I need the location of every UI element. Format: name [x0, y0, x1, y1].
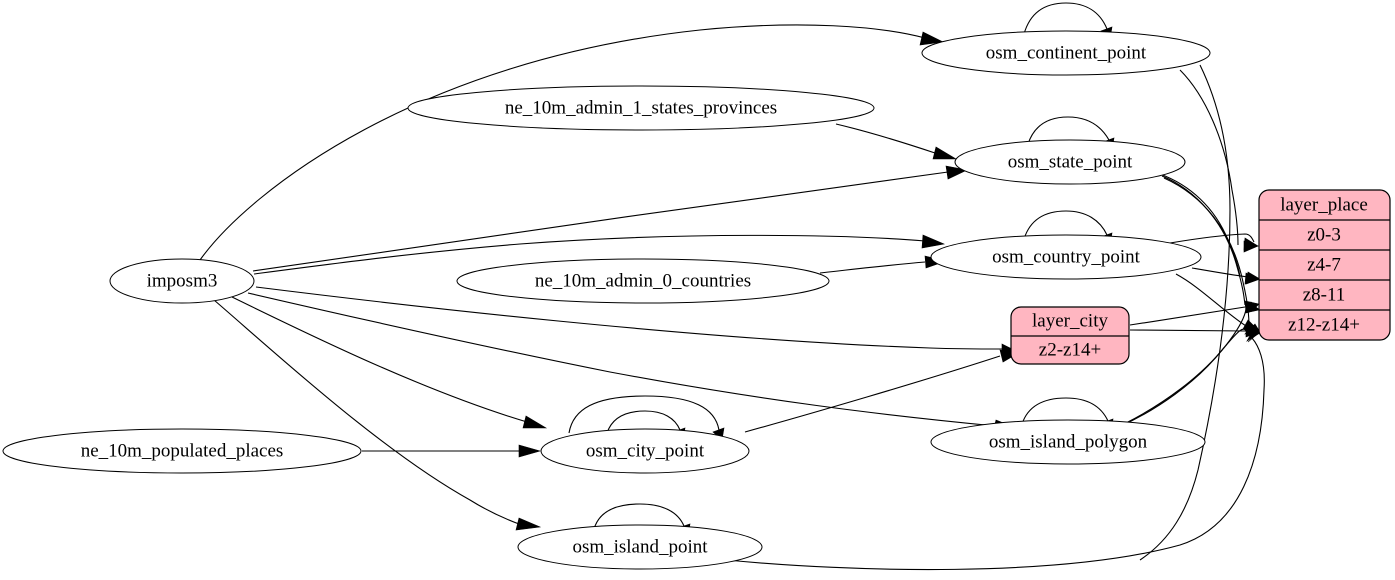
- edge-layer-city-to-layer-place-z12-z14: [1129, 325, 1261, 338]
- node-osm-continent-point[interactable]: osm_continent_point: [921, 30, 1211, 76]
- node-osm-state-point[interactable]: osm_state_point: [954, 139, 1186, 185]
- edge-ne-admin0-to-osm-country-point: [819, 255, 948, 274]
- edge-osm-country-point-to-layer-place-z0-3: [1169, 233, 1259, 251]
- node-osm-city-point[interactable]: osm_city_point: [540, 428, 750, 474]
- edge-imposm3-to-layer-city: [255, 286, 1015, 356]
- edge-osm-island-polygon-to-layer-place-z8-11: [1123, 300, 1260, 425]
- record-node-layer-city[interactable]: layer_city z2-z14+: [1010, 306, 1130, 365]
- node-layer: imposm3 ne_10m_admin_1_states_provinces …: [2, 30, 1211, 570]
- edge-right-spine: [1139, 64, 1231, 561]
- node-osm-island-polygon[interactable]: osm_island_polygon: [930, 419, 1206, 465]
- edge-imposm3-to-osm-island-polygon: [247, 292, 1018, 433]
- edge-imposm3-to-osm-country-point: [253, 234, 946, 275]
- node-osm-country-point[interactable]: osm_country_point: [930, 234, 1202, 280]
- edge-osm-city-point-to-layer-city: [744, 349, 1021, 433]
- node-ne-10m-admin-1-states-provinces[interactable]: ne_10m_admin_1_states_provinces: [407, 85, 875, 131]
- edge-ne-admin1-to-osm-state-point: [835, 123, 958, 160]
- edge-imposm3-to-osm-continent-point: [199, 24, 945, 261]
- node-ne-10m-admin-0-countries[interactable]: ne_10m_admin_0_countries: [456, 258, 830, 304]
- edge-imposm3-to-osm-city-point: [231, 296, 548, 429]
- node-osm-island-point[interactable]: osm_island_point: [517, 524, 763, 570]
- edge-imposm3-to-osm-island-point: [213, 299, 542, 531]
- edge-osm-island-polygon-to-layer-place-z12-z14: [1120, 328, 1261, 427]
- edge-imposm3-to-osm-state-point: [252, 165, 968, 272]
- edge-osm-country-point-to-layer-place-z4-7: [1191, 267, 1261, 285]
- node-imposm3[interactable]: imposm3: [109, 258, 255, 304]
- edge-ne-populated-to-osm-city-point: [362, 444, 542, 458]
- record-node-layer-place[interactable]: layer_place z0-3 z4-7 z8-11 z12-z14+: [1258, 189, 1391, 341]
- node-ne-10m-populated-places[interactable]: ne_10m_populated_places: [2, 428, 362, 474]
